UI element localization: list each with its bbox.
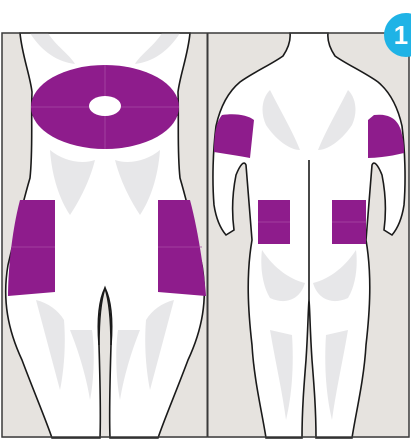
step-number-label: 1 [394,20,408,50]
right-buttock-injection-zone [332,200,366,244]
abdomen-injection-zone [31,65,179,149]
left-upper-arm-injection-zone [214,114,254,158]
left-buttock-injection-zone [258,200,290,244]
navel-cutout [89,96,121,116]
